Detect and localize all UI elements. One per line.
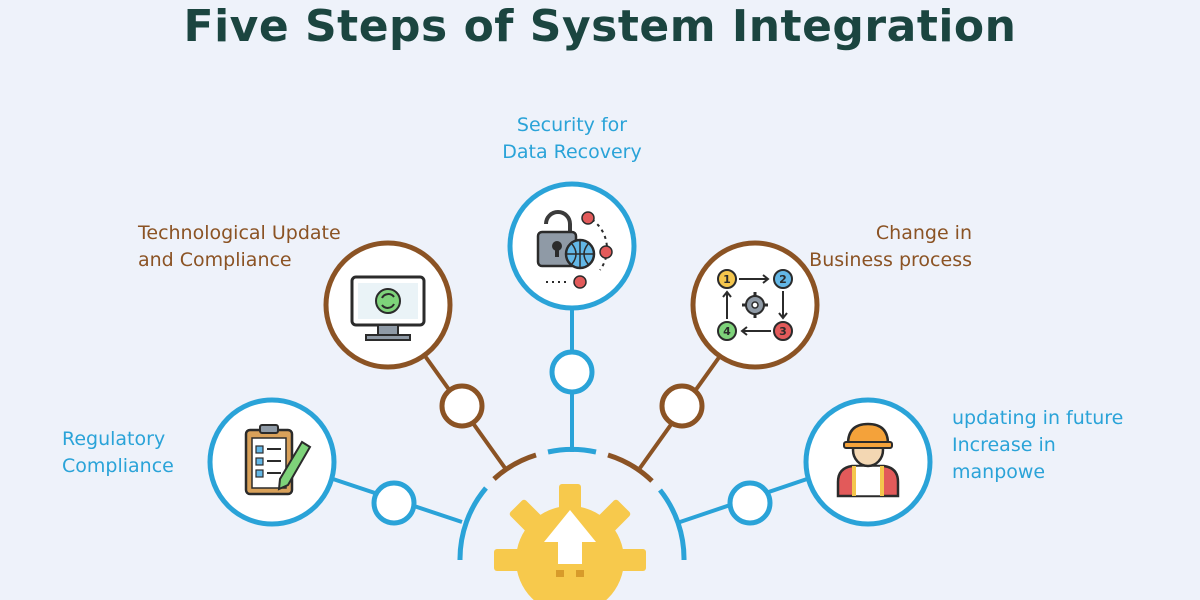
- step-label-business-change: Change in Business process: [809, 222, 972, 271]
- node-change: [659, 383, 705, 429]
- monitor-refresh-icon: [350, 275, 426, 341]
- step-label-security: Security for Data Recovery: [502, 114, 642, 163]
- step-label-future: updating in future Increase in manpowe: [952, 407, 1124, 483]
- node-tech: [439, 383, 485, 429]
- node-security: [549, 349, 595, 395]
- worker-icon: [836, 422, 900, 498]
- process-flow-icon: 1 2 3 4: [717, 269, 793, 341]
- svg-text:4: 4: [723, 325, 731, 338]
- step-label-regulatory: Regulatory Compliance: [62, 428, 174, 477]
- page-title: Five Steps of System Integration: [183, 1, 1017, 52]
- node-regulatory: [371, 480, 417, 526]
- svg-text:1: 1: [723, 273, 731, 286]
- step-label-tech-update: Technological Update and Compliance: [138, 222, 341, 271]
- connector-nodes: [371, 349, 773, 526]
- svg-text:2: 2: [779, 273, 787, 286]
- node-future: [727, 480, 773, 526]
- clipboard-checklist-icon: [244, 424, 312, 496]
- svg-text:3: 3: [779, 325, 787, 338]
- lock-globe-icon: [536, 210, 613, 289]
- gear-arrow-up-icon: [494, 484, 646, 600]
